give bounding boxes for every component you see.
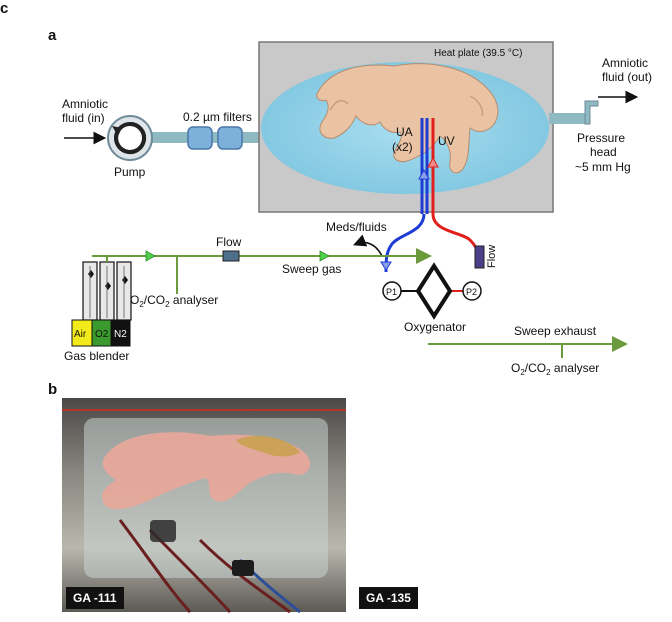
uv-label: UV [438,134,455,148]
fluid-line-out [549,113,589,124]
venous-line [431,213,482,267]
amniotic-in-label-2: fluid (in) [62,111,105,125]
analyser-out-label: O2/CO2 analyser [511,361,599,377]
flow-gas-label: Flow [216,235,242,249]
gas-blender-icon [82,261,132,321]
umbilical-vessels [418,118,439,214]
n2-label: N2 [114,329,127,340]
filter-1-icon [187,126,213,150]
air-label: Air [74,329,87,340]
pressure-head-label-2: head [590,145,617,159]
photo-c-tag: GA -135 [359,587,418,609]
gas-direction-icon-2 [319,250,330,262]
arterial-direction-icon [380,261,392,271]
amniotic-in-label-1: Amniotic [62,97,108,111]
heat-plate-label: Heat plate (39.5 °C) [434,48,523,59]
ua-label-1: UA [396,125,413,139]
panel-label-a: a [48,27,57,44]
photo-b [62,398,346,614]
pressure-head-label-1: Pressure [577,131,625,145]
panel-label-b: b [48,381,57,398]
ua-label-2: (x2) [392,140,413,154]
amniotic-out-label-2: fluid (out) [602,70,652,84]
gas-direction-icon-1 [145,250,156,262]
pump-label: Pump [114,165,146,179]
filter-2-icon [217,126,243,150]
pressure-head-pipe [584,100,599,125]
gas-flow-meter-icon [222,250,240,262]
photo-b-tag: GA -111 [66,587,124,609]
panel-label-c: c [0,0,9,17]
o2-label: O2 [95,329,109,340]
meds-label: Meds/fluids [326,220,387,234]
p2-label: P2 [466,287,477,297]
p1-label: P1 [386,287,397,297]
sweep-gas-label: Sweep gas [282,262,341,276]
oxygenator-label: Oxygenator [404,320,466,334]
oxygenator-icon [415,262,453,320]
pump-icon [107,115,153,161]
filters-label: 0.2 µm filters [183,110,252,124]
analyser-in-label: O2/CO2 analyser [130,293,218,309]
flow-blood-label: Flow [486,245,498,268]
n2-cylinder-icon [110,319,131,347]
pump-p2-icon [462,281,482,301]
amniotic-out-label-1: Amniotic [602,56,648,70]
sweep-exhaust-label: Sweep exhaust [514,324,597,338]
pump-p1-icon [382,281,402,301]
flow-probe-icon [474,245,485,269]
pressure-head-label-3: ~5 mm Hg [575,160,631,174]
arterial-line [384,213,426,273]
gas-blender-label: Gas blender [64,349,129,363]
fetal-lamb-image [316,63,499,174]
meds-arrow [353,234,383,257]
